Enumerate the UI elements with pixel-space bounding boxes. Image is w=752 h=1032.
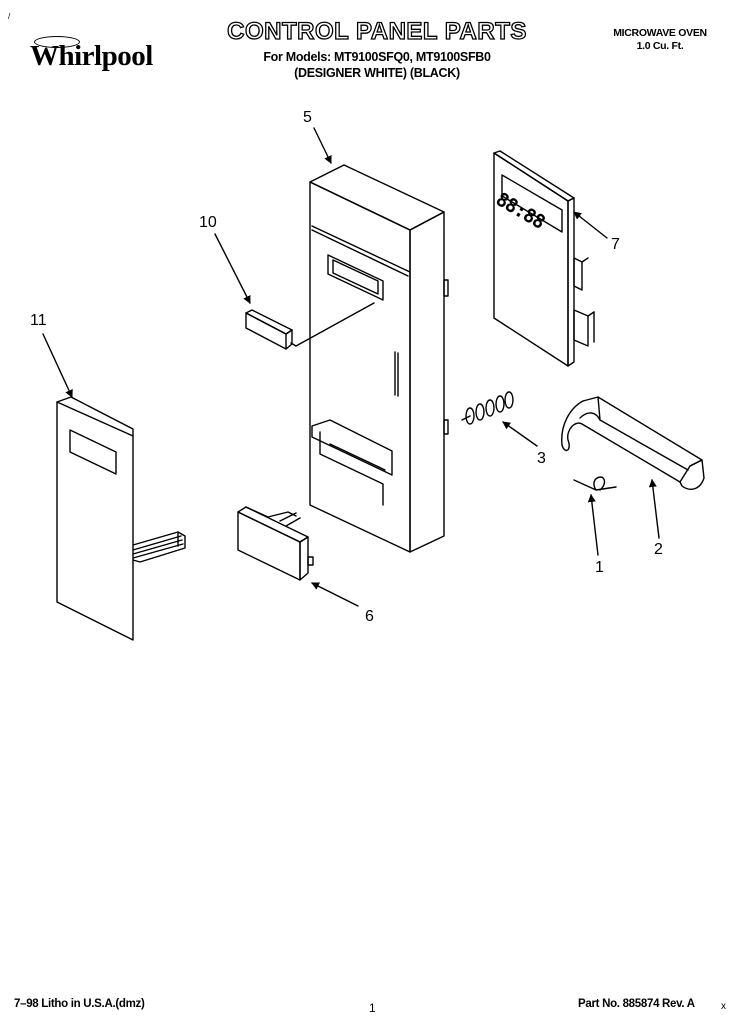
release-button bbox=[238, 507, 313, 580]
page-title: CONTROL PANEL PARTS bbox=[226, 18, 527, 45]
part-label-3: 3 bbox=[537, 450, 546, 467]
corner-tick: x bbox=[721, 1001, 726, 1012]
door-lever bbox=[562, 397, 704, 489]
leader-11 bbox=[43, 334, 73, 398]
leader-3 bbox=[502, 422, 537, 446]
part-label-6: 6 bbox=[365, 608, 374, 625]
control-panel-frame bbox=[310, 165, 448, 552]
page-number: 1 bbox=[369, 1001, 376, 1015]
product-capacity: 1.0 Cu. Ft. bbox=[636, 40, 684, 52]
part-label-11: 11 bbox=[30, 312, 47, 329]
models-line: For Models: MT9100SFQ0, MT9100SFB0 bbox=[263, 50, 491, 64]
leader-7 bbox=[573, 212, 607, 238]
leader-2 bbox=[648, 479, 659, 538]
spring bbox=[462, 392, 513, 424]
display-lens bbox=[246, 303, 374, 349]
corner-mark: / bbox=[8, 12, 11, 21]
logo-badge bbox=[34, 36, 80, 48]
clip bbox=[574, 477, 616, 490]
part-label-1: 1 bbox=[595, 559, 604, 576]
brand-logo: Whirlpool bbox=[30, 40, 153, 72]
leader-arrows bbox=[43, 128, 659, 606]
litho-note: 7–98 Litho in U.S.A.(dmz) bbox=[14, 998, 145, 1010]
part-number: Part No. 885874 Rev. A bbox=[578, 998, 695, 1010]
control-board bbox=[494, 151, 594, 366]
part-label-2: 2 bbox=[654, 541, 663, 558]
leader-6 bbox=[311, 583, 358, 606]
variant-line: (DESIGNER WHITE) (BLACK) bbox=[294, 66, 460, 80]
leader-1 bbox=[587, 494, 598, 555]
leader-5 bbox=[314, 128, 331, 164]
leader-10 bbox=[215, 234, 250, 304]
part-label-7: 7 bbox=[611, 236, 620, 253]
touch-panel bbox=[57, 397, 185, 640]
product-name: MICROWAVE OVEN bbox=[613, 27, 707, 39]
part-label-10: 10 bbox=[199, 214, 217, 231]
part-label-5: 5 bbox=[303, 109, 312, 126]
